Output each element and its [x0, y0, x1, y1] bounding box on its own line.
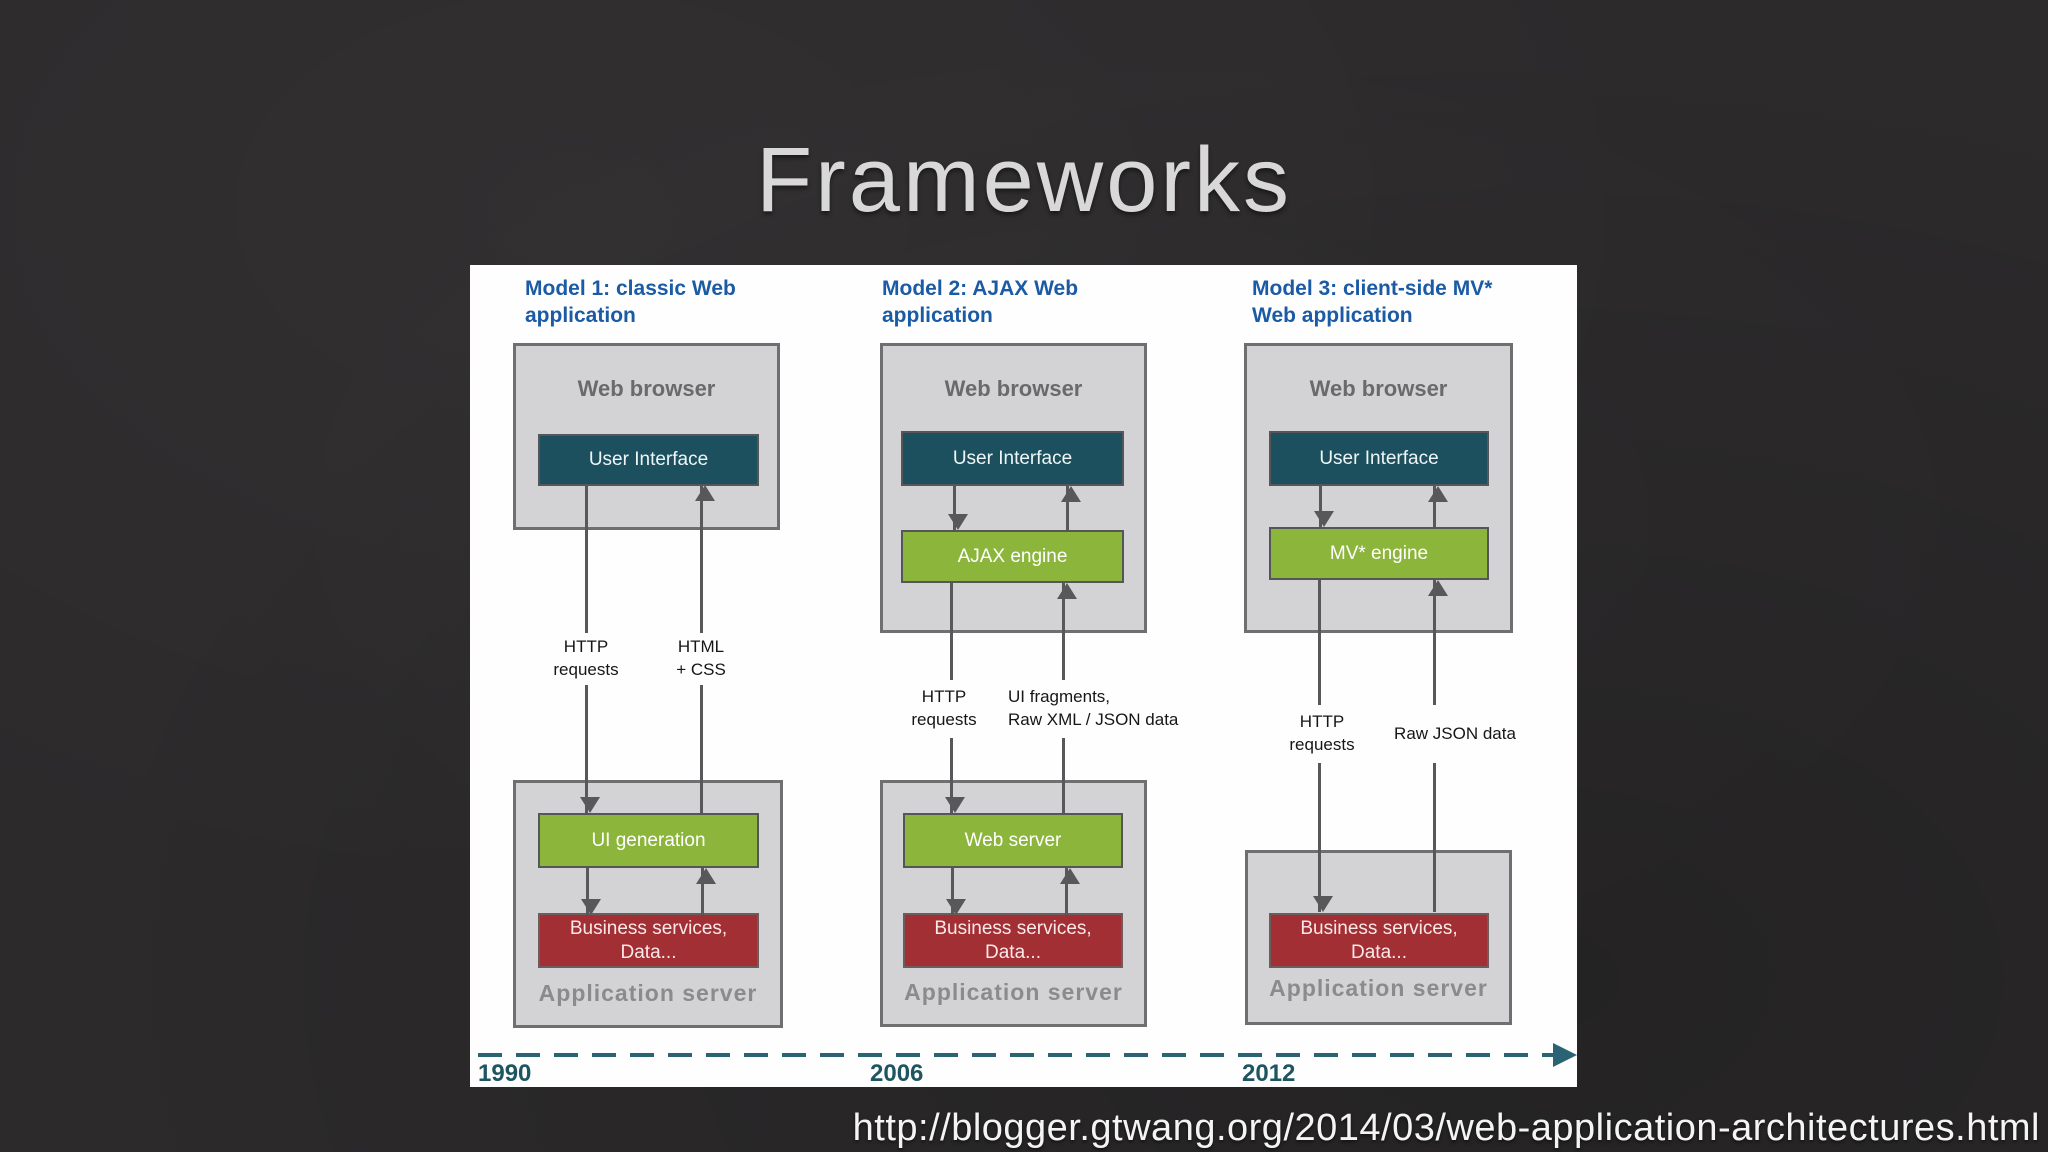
- model1-application-server-label: Application server: [538, 980, 758, 1006]
- model1-business-services-box: Business services, Data...: [538, 913, 759, 968]
- model3-application-server-label: Application server: [1269, 975, 1488, 1001]
- model1-server-arrow-up-icon: [695, 868, 716, 915]
- timeline-year-2012: 2012: [1242, 1060, 1296, 1087]
- model1-response-label: HTML + CSS: [653, 633, 749, 685]
- model3-mv-engine-label: MV* engine: [1329, 542, 1429, 564]
- model3-response-label: Raw JSON data: [1360, 705, 1550, 763]
- model2-user-interface-label: User Interface: [952, 447, 1073, 469]
- model2-web-browser-label: Web browser: [944, 376, 1083, 401]
- model1-web-browser-box: Web browser User Interface: [513, 343, 780, 530]
- model3-user-interface-box: User Interface: [1269, 431, 1489, 486]
- model2-user-interface-box: User Interface: [901, 431, 1124, 486]
- timeline-year-2006: 2006: [870, 1060, 924, 1087]
- model2-request-label: HTTP requests: [898, 680, 990, 738]
- model3-heading-line1: Model 3: client-side MV*: [1252, 277, 1493, 300]
- model3-ui-to-engine-arrow-down-icon: [1313, 486, 1334, 527]
- model2-heading-line2: application: [882, 304, 993, 328]
- model1-application-server-box: UI generation Business services, Data...…: [513, 780, 783, 1028]
- model1-ui-generation-box: UI generation: [538, 813, 759, 868]
- model1-server-arrow-down-icon: [580, 868, 601, 915]
- model2-web-server-box: Web server: [903, 813, 1123, 868]
- model3-heading-line2: Web application: [1252, 304, 1413, 328]
- model2-engine-to-ui-arrow-up-icon: [1060, 486, 1081, 530]
- model3-web-browser-box: Web browser User Interface MV* engine: [1244, 343, 1513, 633]
- model1-request-label: HTTP requests: [538, 633, 634, 685]
- model2-application-server-label: Application server: [904, 979, 1123, 1005]
- page-title: Frameworks: [755, 129, 1293, 231]
- model2-application-server-box: Web server Business services, Data... Ap…: [880, 780, 1147, 1027]
- model1-heading-line1: Model 1: classic Web: [525, 277, 736, 300]
- timeline-arrow-icon: [1553, 1043, 1577, 1067]
- model2-response-label: UI fragments, Raw XML / JSON data: [1008, 680, 1208, 738]
- model1-user-interface-box: User Interface: [538, 434, 759, 486]
- model1-web-browser-label: Web browser: [577, 376, 716, 401]
- model2-ajax-engine-label: AJAX engine: [957, 545, 1068, 567]
- model2-heading: Model 2: AJAX Web application: [882, 275, 1122, 330]
- model3-business-services-box: Business services, Data...: [1269, 913, 1489, 968]
- model3-mv-engine-box: MV* engine: [1269, 527, 1489, 580]
- model1-heading-line2: application: [525, 304, 636, 328]
- model3-engine-to-ui-arrow-up-icon: [1427, 486, 1448, 527]
- model2-ui-to-engine-arrow-down-icon: [947, 486, 968, 530]
- model3-user-interface-label: User Interface: [1319, 447, 1439, 469]
- model2-ajax-engine-box: AJAX engine: [901, 530, 1124, 583]
- model1-user-interface-label: User Interface: [588, 449, 709, 471]
- model3-request-label: HTTP requests: [1276, 705, 1368, 763]
- timeline-year-1990: 1990: [478, 1060, 532, 1087]
- model2-business-services-box: Business services, Data...: [903, 913, 1123, 968]
- architecture-diagram-panel: Model 1: classic Web application Web bro…: [470, 265, 1577, 1087]
- model1-ui-generation-label: UI generation: [591, 829, 706, 851]
- model2-server-arrow-down-icon: [945, 868, 966, 915]
- model2-web-server-label: Web server: [964, 829, 1062, 851]
- model2-server-arrow-up-icon: [1059, 868, 1080, 915]
- timeline-dashed-line: [478, 1053, 1555, 1057]
- source-url-link[interactable]: http://blogger.gtwang.org/2014/03/web-ap…: [852, 1107, 2040, 1149]
- model1-heading: Model 1: classic Web application: [525, 275, 765, 330]
- model3-application-server-box: Business services, Data... Application s…: [1245, 850, 1512, 1025]
- model2-web-browser-box: Web browser User Interface AJAX engine: [880, 343, 1147, 633]
- model3-web-browser-label: Web browser: [1309, 376, 1448, 401]
- model3-heading: Model 3: client-side MV* Web application: [1252, 275, 1522, 330]
- model2-heading-line1: Model 2: AJAX Web: [882, 277, 1079, 300]
